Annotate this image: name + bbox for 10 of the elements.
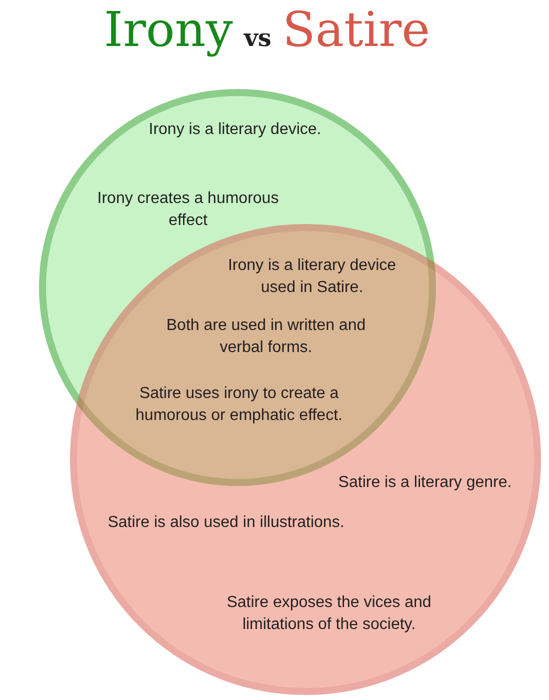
venn-statement: Satire is also used in illustrations. xyxy=(108,513,344,533)
venn-statement: Irony creates a humorous effect xyxy=(96,189,280,231)
title: Irony vs Satire xyxy=(104,1,430,60)
overlap-statement: Satire uses irony to create a humorous or emphatic effect. xyxy=(134,384,344,426)
venn-statement: Irony is a literary device. xyxy=(148,120,322,140)
overlap-statement: Both are used in written and verbal forms. xyxy=(165,316,367,358)
venn-circle xyxy=(70,224,540,694)
venn-statement: Satire is a literary genre. xyxy=(338,473,512,493)
overlap-statement: Irony is a literary device used in Satire. xyxy=(226,256,398,298)
venn-statement: Satire exposes the vices and limitations of the society. xyxy=(226,593,432,635)
